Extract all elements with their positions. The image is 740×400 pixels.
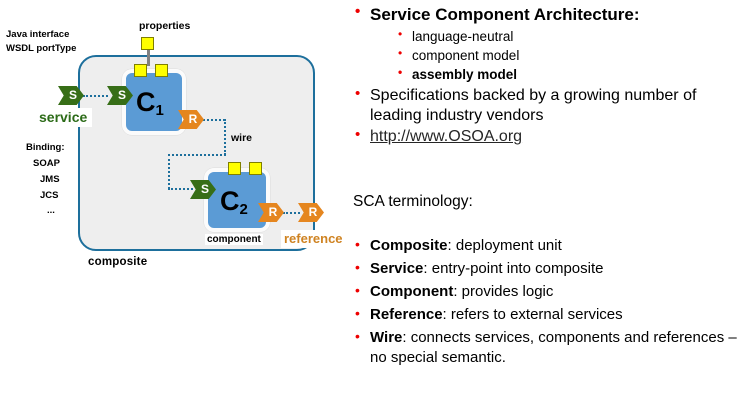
term-service: Service: entry-point into composite	[353, 259, 738, 279]
annotation-binding-jcs: JCS	[40, 190, 59, 201]
reference-chevron-external: R	[298, 203, 324, 222]
osoa-link[interactable]: http://www.OSOA.org	[370, 128, 523, 146]
term-component-keyword: Component	[370, 282, 454, 300]
annotation-binding-soap: SOAP	[33, 158, 60, 169]
wire-label: wire	[231, 132, 253, 144]
term-composite-definition: : deployment unit	[447, 237, 562, 254]
property-square-c1-b	[155, 64, 168, 77]
wire-segment-5	[168, 188, 193, 190]
bullet-sca-heading: Service Component Architecture: language…	[353, 3, 738, 84]
component-c2: C2	[204, 168, 270, 232]
property-stem	[147, 50, 150, 66]
term-composite: Composite: deployment unit	[353, 236, 738, 256]
term-component: Component: provides logic	[353, 282, 738, 302]
term-component-definition: : provides logic	[453, 282, 554, 300]
service-chevron-c1: S	[107, 86, 133, 105]
sub-bullet-assembly-model: assembly model	[396, 64, 738, 84]
reference-label: reference	[281, 230, 346, 248]
term-service-keyword: Service	[370, 259, 424, 277]
top-bullet-list: Service Component Architecture: language…	[353, 3, 738, 147]
wire-segment-3	[168, 154, 226, 156]
text-panel: Service Component Architecture: language…	[345, 0, 740, 400]
connector-external-service	[83, 95, 108, 97]
top-bullet-group: Service Component Architecture: language…	[353, 3, 738, 149]
connector-external-reference	[283, 212, 300, 214]
terminology-list: Composite: deployment unit Service: entr…	[353, 236, 738, 368]
wire-segment-1	[203, 119, 225, 121]
term-composite-keyword: Composite	[370, 237, 448, 254]
wire-segment-2	[224, 119, 226, 155]
component-c1: C1	[122, 69, 186, 135]
bullet-osoa-link: http://www.OSOA.org	[353, 126, 738, 147]
property-square-c1-a	[134, 64, 147, 77]
sca-diagram: Java interface WSDL portType Binding: SO…	[0, 0, 346, 400]
property-square-c2-a	[228, 162, 241, 175]
terminology-group: Composite: deployment unit Service: entr…	[353, 236, 738, 371]
component-c1-label: C1	[136, 87, 164, 119]
terminology-heading: SCA terminology:	[353, 193, 473, 210]
annotation-wsdl-porttype: WSDL portType	[6, 43, 77, 54]
bullet-specifications: Specifications backed by a growing numbe…	[353, 85, 738, 125]
property-square-c2-b	[249, 162, 262, 175]
component-label: component	[205, 234, 263, 245]
wire-segment-4	[168, 154, 170, 189]
term-service-definition: : entry-point into composite	[423, 259, 604, 277]
sca-heading-text: Service Component Architecture:	[370, 5, 640, 24]
sub-bullet-component-model: component model	[396, 45, 738, 65]
service-label: service	[34, 108, 93, 127]
sca-sub-list: language-neutral component model assembl…	[370, 26, 738, 84]
term-wire-keyword: Wire	[370, 328, 403, 346]
term-reference-keyword: Reference	[370, 305, 443, 323]
annotation-binding-more: ...	[47, 205, 55, 216]
annotation-binding-jms: JMS	[40, 174, 60, 185]
annotation-java-interface: Java interface	[6, 29, 70, 40]
composite-label: composite	[88, 256, 148, 268]
annotation-binding: Binding:	[26, 142, 65, 153]
component-c2-label: C2	[220, 186, 248, 218]
sub-bullet-language-neutral: language-neutral	[396, 26, 738, 46]
service-chevron-c2: S	[190, 180, 216, 199]
term-wire: Wire: connects services, components and …	[353, 328, 738, 368]
composite-container	[78, 55, 315, 251]
term-reference: Reference: refers to external services	[353, 305, 738, 325]
reference-chevron-c1: R	[178, 110, 204, 129]
property-square-external	[141, 37, 154, 50]
properties-label: properties	[139, 20, 191, 32]
term-reference-definition: : refers to external services	[442, 305, 623, 323]
reference-chevron-c2: R	[258, 203, 284, 222]
service-chevron-external: S	[58, 86, 84, 105]
term-wire-definition: : connects services, components and refe…	[370, 328, 737, 366]
